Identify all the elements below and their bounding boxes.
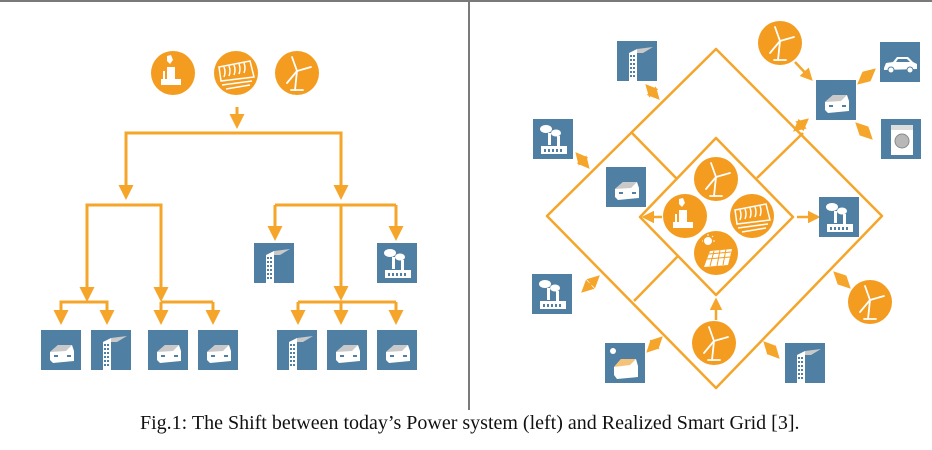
wind-turbine-icon [274, 50, 320, 96]
house-icon [41, 330, 81, 370]
figure-caption: Fig.1: The Shift between today’s Power s… [140, 412, 800, 434]
center-arrows [641, 210, 821, 320]
office-building-icon [254, 243, 294, 283]
right-panel-smart-grid [545, 47, 884, 390]
house-icon [198, 330, 238, 370]
solar-panel-icon [693, 230, 739, 276]
wind-turbine-icon [847, 279, 893, 325]
bidirectional-arrows [575, 61, 876, 359]
solar-thermal-icon [729, 193, 775, 239]
house-icon [148, 330, 188, 370]
house-icon [327, 330, 367, 370]
line-right-branch [267, 203, 404, 325]
office-building-icon [91, 330, 131, 370]
office-building-icon [277, 330, 317, 370]
wind-turbine-icon [691, 320, 737, 366]
line-top-bus [118, 131, 349, 200]
panel-divider [468, 0, 470, 410]
washing-machine-icon [880, 118, 922, 160]
factory-icon [533, 119, 573, 159]
figure-top-border [0, 0, 932, 2]
factory-icon [532, 274, 572, 314]
left-panel-today-power-system [53, 107, 404, 325]
power-grid-diagram [41, 20, 922, 390]
house-icon [606, 167, 646, 207]
power-plant-icon [663, 194, 707, 238]
power-plant-icon [151, 51, 195, 95]
wind-turbine-icon [757, 20, 803, 66]
office-building-icon [617, 41, 657, 81]
car-icon [879, 41, 921, 83]
solar-house-icon [605, 343, 645, 383]
grid-links [631, 132, 804, 302]
wind-turbine-icon [693, 156, 739, 202]
solar-thermal-icon [213, 50, 259, 96]
house-icon [816, 80, 856, 120]
factory-icon [819, 197, 859, 237]
house-icon [377, 330, 417, 370]
office-building-icon [785, 343, 825, 383]
factory-icon [377, 243, 417, 283]
line-left-branch [53, 203, 221, 325]
inner-grid-ring [638, 136, 795, 297]
outer-grid-ring [545, 47, 884, 390]
